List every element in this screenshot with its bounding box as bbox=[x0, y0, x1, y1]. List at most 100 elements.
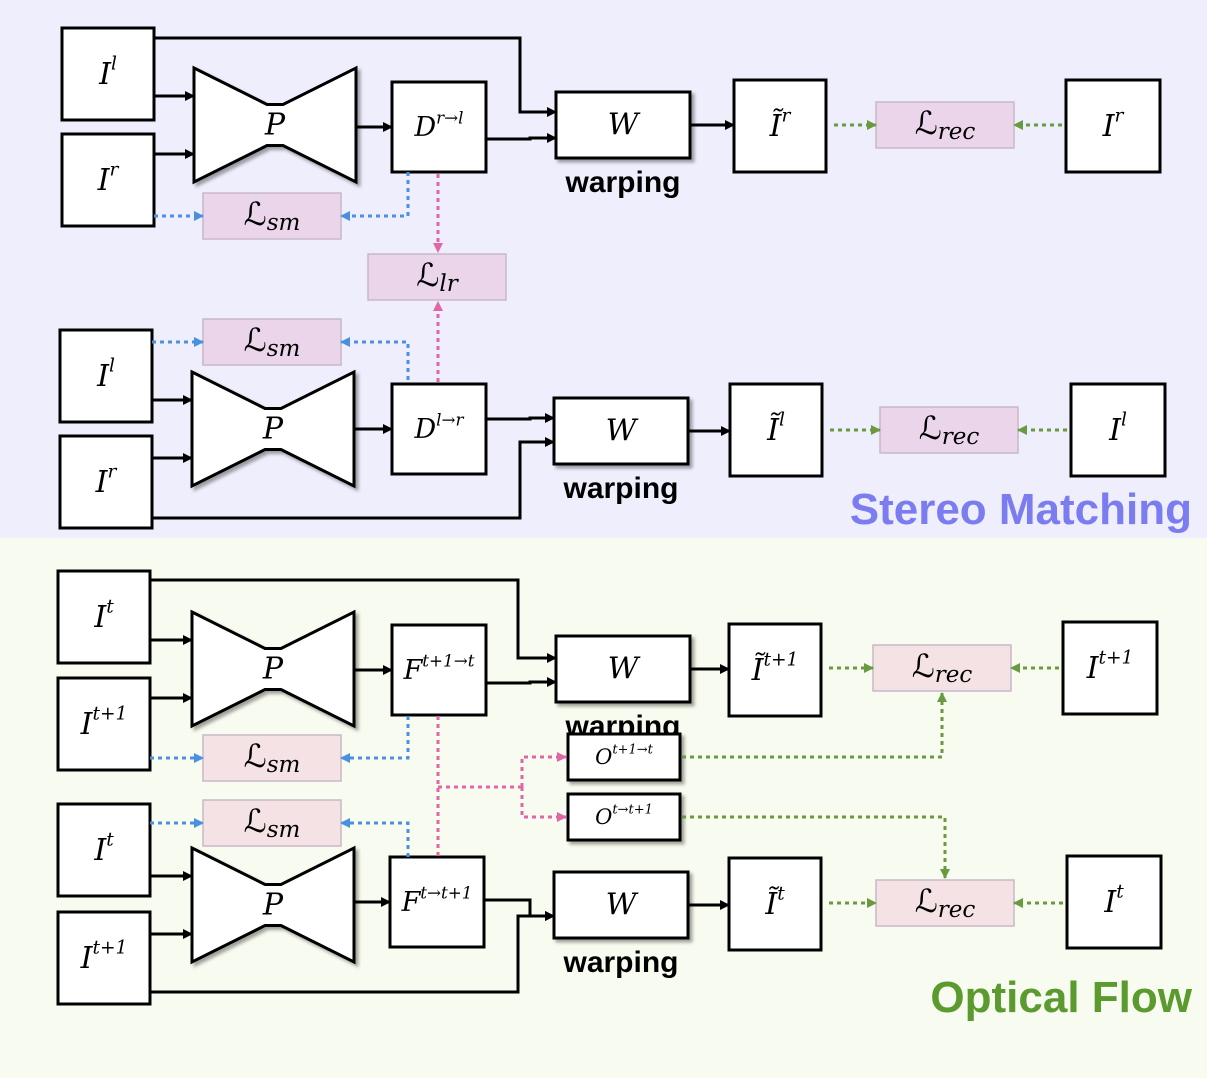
stereo-bottom-input2-box bbox=[58, 434, 154, 530]
flow-bottom-loss-rec-label-sub: rec bbox=[938, 897, 976, 923]
flow-bottom-predictor-label: P bbox=[262, 888, 284, 923]
flow-bottom-flowmap-box-label: Ft→t+1 bbox=[401, 883, 473, 918]
flow-bottom-loss-rec-label-base: ℒ bbox=[915, 882, 938, 920]
flow-bottom-warping-label: warping bbox=[562, 946, 678, 979]
flow-top-loss-sm-label: ℒsm bbox=[244, 737, 301, 778]
stereo-bottom-input1-box-label-base: I bbox=[96, 359, 110, 394]
flow-occ2-box bbox=[566, 792, 682, 842]
flow-top-arrow-bypass bbox=[150, 578, 557, 663]
flow-bottom-arrow-mid-sm bbox=[340, 818, 410, 857]
flow-bottom-flowmap-box bbox=[388, 855, 486, 949]
flow-top-input1-box-label-base: I bbox=[93, 600, 107, 635]
flow-top-loss-rec-label-base: ℒ bbox=[912, 647, 935, 685]
stereo-bottom-target-box-label-sup: l bbox=[1121, 409, 1127, 430]
flow-bottom-warp-box-label: W bbox=[606, 888, 639, 923]
flow-arrow-to-occ2 bbox=[520, 787, 567, 822]
flow-top-input2-box-label-sup: t+1 bbox=[92, 703, 127, 724]
stereo-bottom-warp-box-label: W bbox=[606, 414, 639, 449]
stereo-top-loss-rec-label-base: ℒ bbox=[915, 104, 938, 142]
flow-occ1-box-label: Ot+1→t bbox=[595, 742, 654, 769]
flow-top-arrow-mid-sm bbox=[340, 716, 410, 763]
flow-occ2-box-label: Ot→t+1 bbox=[595, 802, 653, 829]
stereo-top-warped-box-label-base: Ĩ bbox=[769, 108, 784, 144]
stereo-bottom-disparity-box-label-sup: l→r bbox=[436, 410, 464, 430]
stereo-bottom-warping-label: warping bbox=[562, 472, 678, 505]
flow-top-warped-box-label: Ĩt+1 bbox=[751, 649, 799, 688]
flow-bottom-target-box-label: It bbox=[1103, 881, 1124, 920]
flow-occ2-box-label-sup: t→t+1 bbox=[612, 802, 653, 817]
stereo-top-target-box-label: Ir bbox=[1102, 105, 1125, 144]
flow-top-loss-sm-label-sub: sm bbox=[267, 752, 301, 778]
stereo-loss-lr bbox=[367, 253, 507, 301]
stereo-bottom-input1-box-label: Il bbox=[96, 355, 115, 394]
flow-bottom-loss-rec-label: ℒrec bbox=[915, 882, 976, 923]
stereo-top-warp-box bbox=[554, 90, 692, 160]
flow-top-predictor bbox=[190, 609, 356, 729]
flow-bottom-input1-box-label-base: I bbox=[93, 833, 107, 868]
stereo-bottom-warped-box-label-sup: l bbox=[779, 409, 785, 430]
stereo-loss-lr-label: ℒlr bbox=[416, 256, 459, 297]
stereo-bottom-target-box-label-base: I bbox=[1108, 413, 1122, 448]
flow-top-flowmap-box-label-sup: t+1→t bbox=[422, 651, 474, 671]
flow-bottom-target-box-label-base: I bbox=[1103, 885, 1117, 920]
flow-bottom-warp-box bbox=[552, 870, 690, 940]
stereo-top-loss-rec-label: ℒrec bbox=[915, 104, 976, 145]
stereo-top-input2-box-label-sup: r bbox=[109, 159, 119, 180]
stereo-bottom-target-box-label: Il bbox=[1108, 409, 1127, 448]
stereo-bottom-loss-rec-label-sub: rec bbox=[942, 424, 980, 450]
flow-top-target-box bbox=[1061, 620, 1159, 716]
stereo-bottom-input2-box-label-sup: r bbox=[107, 461, 117, 482]
flow-top-loss-sm-label-base: ℒ bbox=[244, 737, 267, 775]
stereo-top-input1-box-label-sup: l bbox=[111, 53, 117, 74]
flow-bottom-target-box-label-sup: t bbox=[1116, 881, 1124, 902]
stereo-top-loss-sm bbox=[202, 192, 342, 240]
flow-occ1-box bbox=[566, 732, 682, 782]
flow-top-input2-box-label-base: I bbox=[80, 707, 94, 742]
stereo-loss-lr-label-base: ℒ bbox=[416, 256, 439, 294]
flow-bottom-warped-box-label-sup: t bbox=[777, 883, 785, 904]
stereo-bottom-warped-box-label: Ĩl bbox=[766, 409, 785, 448]
stereo-bottom-arrow-mid-sm bbox=[340, 337, 410, 380]
stereo-top-input1-box bbox=[60, 26, 156, 122]
flow-top-loss-rec bbox=[872, 644, 1012, 692]
flow-top-arrow-mid-w bbox=[486, 677, 557, 687]
flow-bottom-predictor bbox=[190, 845, 356, 965]
flow-top-input1-box bbox=[56, 569, 152, 665]
stereo-bottom-predictor bbox=[190, 369, 356, 489]
flow-bottom-target-box bbox=[1065, 854, 1163, 950]
flow-top-warped-box bbox=[727, 622, 823, 718]
stereo-top-warped-box-label-sup: r bbox=[781, 105, 791, 126]
flow-arrow-to-occ1 bbox=[520, 752, 567, 787]
stereo-bottom-input2-box-label: Ir bbox=[95, 461, 118, 500]
stereo-loss-lr-label-sub: lr bbox=[439, 271, 459, 297]
flow-top-loss-sm bbox=[202, 734, 342, 782]
stereo-top-loss-rec-label-sub: rec bbox=[938, 119, 976, 145]
flow-top-input1-box-label-sup: t bbox=[106, 596, 114, 617]
flow-bottom-input1-box-label-sup: t bbox=[106, 829, 114, 850]
stereo-bottom-arrow-mid-w bbox=[486, 413, 555, 423]
stereo-bottom-disparity-box-label: Dl→r bbox=[413, 410, 464, 445]
stereo-top-disparity-box-label-base: D bbox=[413, 112, 436, 143]
stereo-top-warped-box-label: Ĩr bbox=[769, 105, 792, 144]
stereo-bottom-loss-rec-label-base: ℒ bbox=[919, 409, 942, 447]
flow-bottom-loss-sm-label-base: ℒ bbox=[244, 802, 267, 840]
flow-bottom-loss-sm bbox=[202, 799, 342, 847]
stereo-top-warp-box-label: W bbox=[608, 108, 641, 143]
flow-top-warped-box-label-base: Ĩ bbox=[751, 652, 766, 688]
stereo-top-predictor bbox=[192, 65, 358, 185]
stereo-title: Stereo Matching bbox=[850, 485, 1192, 534]
stereo-top-input2-box-label: Ir bbox=[97, 159, 120, 198]
flow-bottom-flowmap-box-label-sup: t→t+1 bbox=[420, 883, 472, 903]
flow-top-flowmap-box bbox=[390, 623, 488, 717]
stereo-bottom-loss-sm-label: ℒsm bbox=[244, 321, 301, 362]
flow-bottom-input1-box bbox=[56, 802, 152, 898]
flow-bottom-arrow-bypass bbox=[150, 911, 555, 994]
stereo-top-arrow-bypass bbox=[154, 36, 557, 117]
stereo-top-arrow-mid-w bbox=[486, 133, 557, 143]
stereo-bottom-disparity-box bbox=[390, 382, 488, 476]
